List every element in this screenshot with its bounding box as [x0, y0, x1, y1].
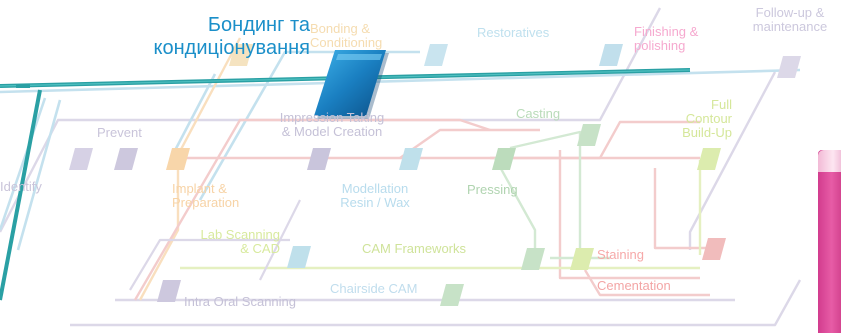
finishing-line1: Finishing & — [634, 24, 699, 39]
labscan-line2: & CAD — [240, 241, 280, 256]
page-title: Бондинг та кондиціонування — [80, 14, 311, 60]
station-modellation[interactable]: Modellation Resin / Wax — [320, 182, 430, 210]
full-line1: Full — [711, 97, 732, 112]
title-line2: кондиціонування — [153, 37, 311, 59]
active-station[interactable] — [314, 50, 389, 119]
station-cementation[interactable]: Cementation — [597, 278, 671, 293]
station-bonding[interactable]: Bonding & Conditioning — [310, 22, 382, 50]
station-casting[interactable]: Casting — [516, 106, 561, 121]
station-impression[interactable]: Impression Taking & Model Creation — [262, 111, 402, 139]
station-staining[interactable]: Staining — [597, 247, 644, 262]
station-restoratives[interactable]: Restoratives — [477, 25, 550, 40]
station-chairside-cam[interactable]: Chairside CAM — [330, 281, 418, 296]
station-intra-oral-scanning[interactable]: Intra Oral Scanning — [184, 294, 297, 309]
product-bottle-image — [818, 150, 841, 333]
followup-line2: maintenance — [752, 19, 828, 34]
impression-line1: Impression Taking — [279, 110, 385, 125]
implant-line1: Implant & — [172, 181, 227, 196]
station-cam-frameworks[interactable]: CAM Frameworks — [362, 241, 467, 256]
station-identify[interactable]: Identify — [0, 179, 42, 194]
finishing-line2: polishing — [634, 38, 686, 53]
implant-line2: Preparation — [172, 195, 240, 210]
labscan-line1: Lab Scanning — [200, 227, 280, 242]
bonding-line2: Conditioning — [310, 35, 383, 50]
full-line2: Contour — [685, 111, 732, 126]
title-line1: Бондинг та — [207, 14, 310, 36]
full-line3: Build-Up — [682, 125, 732, 140]
station-followup[interactable]: Follow-up & maintenance — [735, 6, 841, 34]
impression-line2: & Model Creation — [281, 124, 383, 139]
modellation-line2: Resin / Wax — [340, 195, 410, 210]
station-implant[interactable]: Implant & Preparation — [172, 182, 239, 210]
station-prevent[interactable]: Prevent — [97, 125, 142, 140]
product-cap — [818, 150, 841, 172]
station-finishing[interactable]: Finishing & polishing — [634, 25, 698, 53]
modellation-line1: Modellation — [341, 181, 409, 196]
bonding-line1: Bonding & — [310, 21, 370, 36]
station-lab-scanning[interactable]: Lab Scanning & CAD — [170, 228, 280, 256]
station-full-contour[interactable]: Full Contour Build-Up — [620, 98, 732, 140]
station-pressing[interactable]: Pressing — [467, 182, 518, 197]
followup-line1: Follow-up & — [755, 5, 825, 20]
